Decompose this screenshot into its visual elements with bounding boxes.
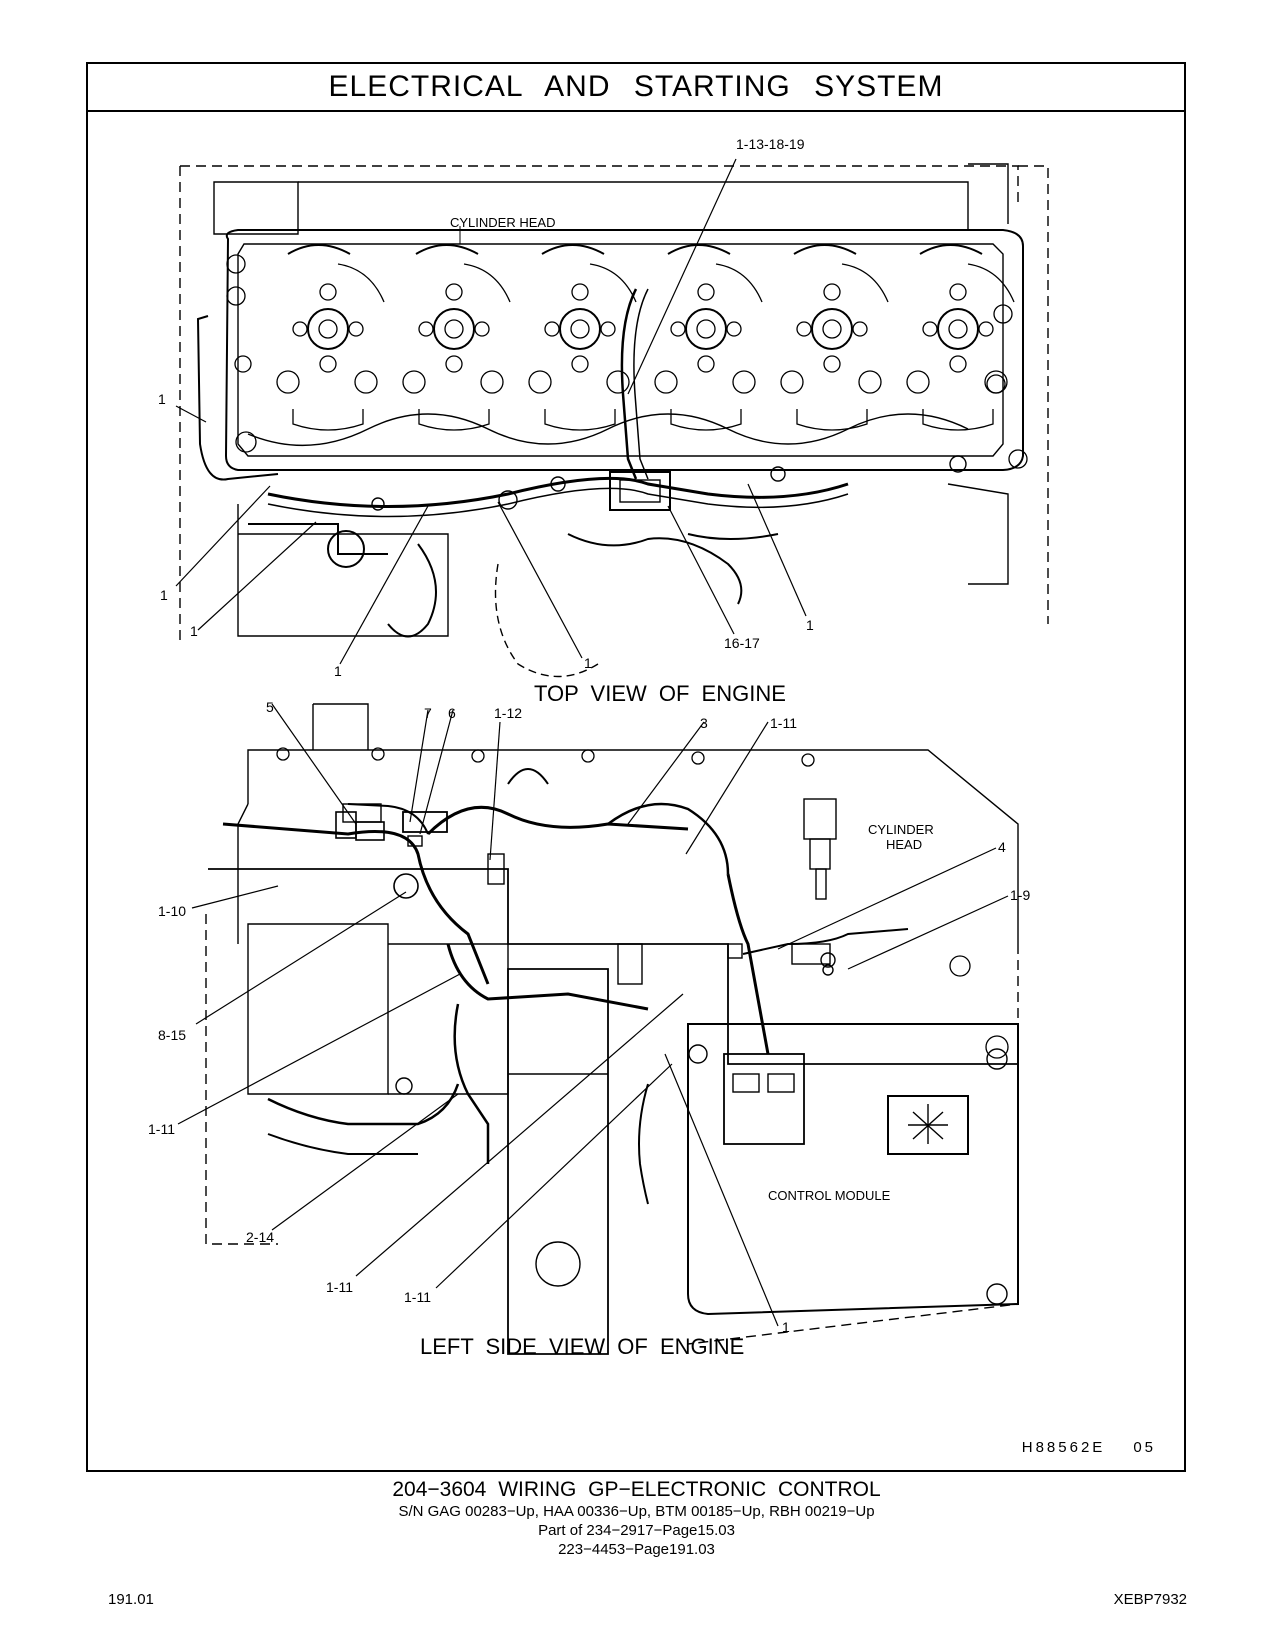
page-number: 191.01 bbox=[108, 1591, 154, 1608]
callout-1-d: 1 bbox=[334, 663, 342, 679]
callout-4: 4 bbox=[998, 839, 1006, 855]
footer-part-of: Part of 234−2917−Page15.03 bbox=[538, 1522, 735, 1539]
part-label-head: HEAD bbox=[886, 837, 922, 852]
callout-3: 3 bbox=[700, 715, 708, 731]
callout-1-e: 1 bbox=[584, 655, 592, 671]
side-view-title: LEFT SIDE VIEW OF ENGINE bbox=[420, 1334, 744, 1359]
side-view-drawing bbox=[177, 703, 1019, 1355]
top-view-text: CYLINDER HEAD 1-13-18-19 1 1 1 1 1 16-17… bbox=[158, 136, 814, 706]
document-number: XEBP7932 bbox=[1113, 1591, 1187, 1608]
callout-1-a: 1 bbox=[158, 391, 166, 407]
callout-1-12: 1-12 bbox=[494, 705, 522, 721]
callout-16-17: 16-17 bbox=[724, 635, 760, 651]
part-label-control-module: CONTROL MODULE bbox=[768, 1188, 891, 1203]
page-title: ELECTRICAL AND STARTING SYSTEM bbox=[328, 70, 944, 103]
top-view-title: TOP VIEW OF ENGINE bbox=[534, 681, 786, 706]
callout-1-bottom: 1 bbox=[782, 1319, 790, 1335]
side-view-text: 5 7 6 1-12 3 1-11 4 1-9 1-10 8-15 1-11 2… bbox=[148, 699, 1030, 1359]
callout-1-f: 1 bbox=[806, 617, 814, 633]
top-view-drawing bbox=[175, 158, 1049, 678]
callout-6: 6 bbox=[448, 705, 456, 721]
callout-1-10: 1-10 bbox=[158, 903, 186, 919]
callout-7: 7 bbox=[424, 705, 432, 721]
callout-1-b: 1 bbox=[160, 587, 168, 603]
footer-serial-numbers: S/N GAG 00283−Up, HAA 00336−Up, BTM 0018… bbox=[398, 1503, 875, 1520]
illustration-number: H88562E bbox=[1021, 1439, 1106, 1456]
callout-8-15: 8-15 bbox=[158, 1027, 186, 1043]
illustration-revision: 05 bbox=[1133, 1439, 1156, 1456]
footer-title: 204−3604 WIRING GP−ELECTRONIC CONTROL bbox=[392, 1478, 881, 1501]
engine-wiring-drawing: CYLINDER HEAD 1-13-18-19 1 1 1 1 1 16-17… bbox=[148, 136, 1049, 1359]
callout-1-11-bottom-a: 1-11 bbox=[326, 1279, 353, 1295]
callout-2-14: 2-14 bbox=[246, 1229, 274, 1245]
callout-1-11-top: 1-11 bbox=[770, 715, 797, 731]
callout-1-11-left: 1-11 bbox=[148, 1121, 175, 1137]
callout-1-9: 1-9 bbox=[1010, 887, 1030, 903]
callout-1-11-bottom-b: 1-11 bbox=[404, 1289, 431, 1305]
callout-1-13-18-19: 1-13-18-19 bbox=[736, 136, 805, 152]
diagram-frame: ELECTRICAL AND STARTING SYSTEM bbox=[86, 62, 1186, 1472]
callout-1-c: 1 bbox=[190, 623, 198, 639]
callout-5: 5 bbox=[266, 699, 274, 715]
title-bar: ELECTRICAL AND STARTING SYSTEM bbox=[88, 64, 1184, 112]
footer-page-ref: 223−4453−Page191.03 bbox=[558, 1541, 715, 1558]
illustration-id: H88562E 05 bbox=[1022, 1439, 1156, 1456]
part-label-cylinder: CYLINDER bbox=[868, 822, 934, 837]
part-label-cylinder-head-top: CYLINDER HEAD bbox=[450, 215, 555, 230]
